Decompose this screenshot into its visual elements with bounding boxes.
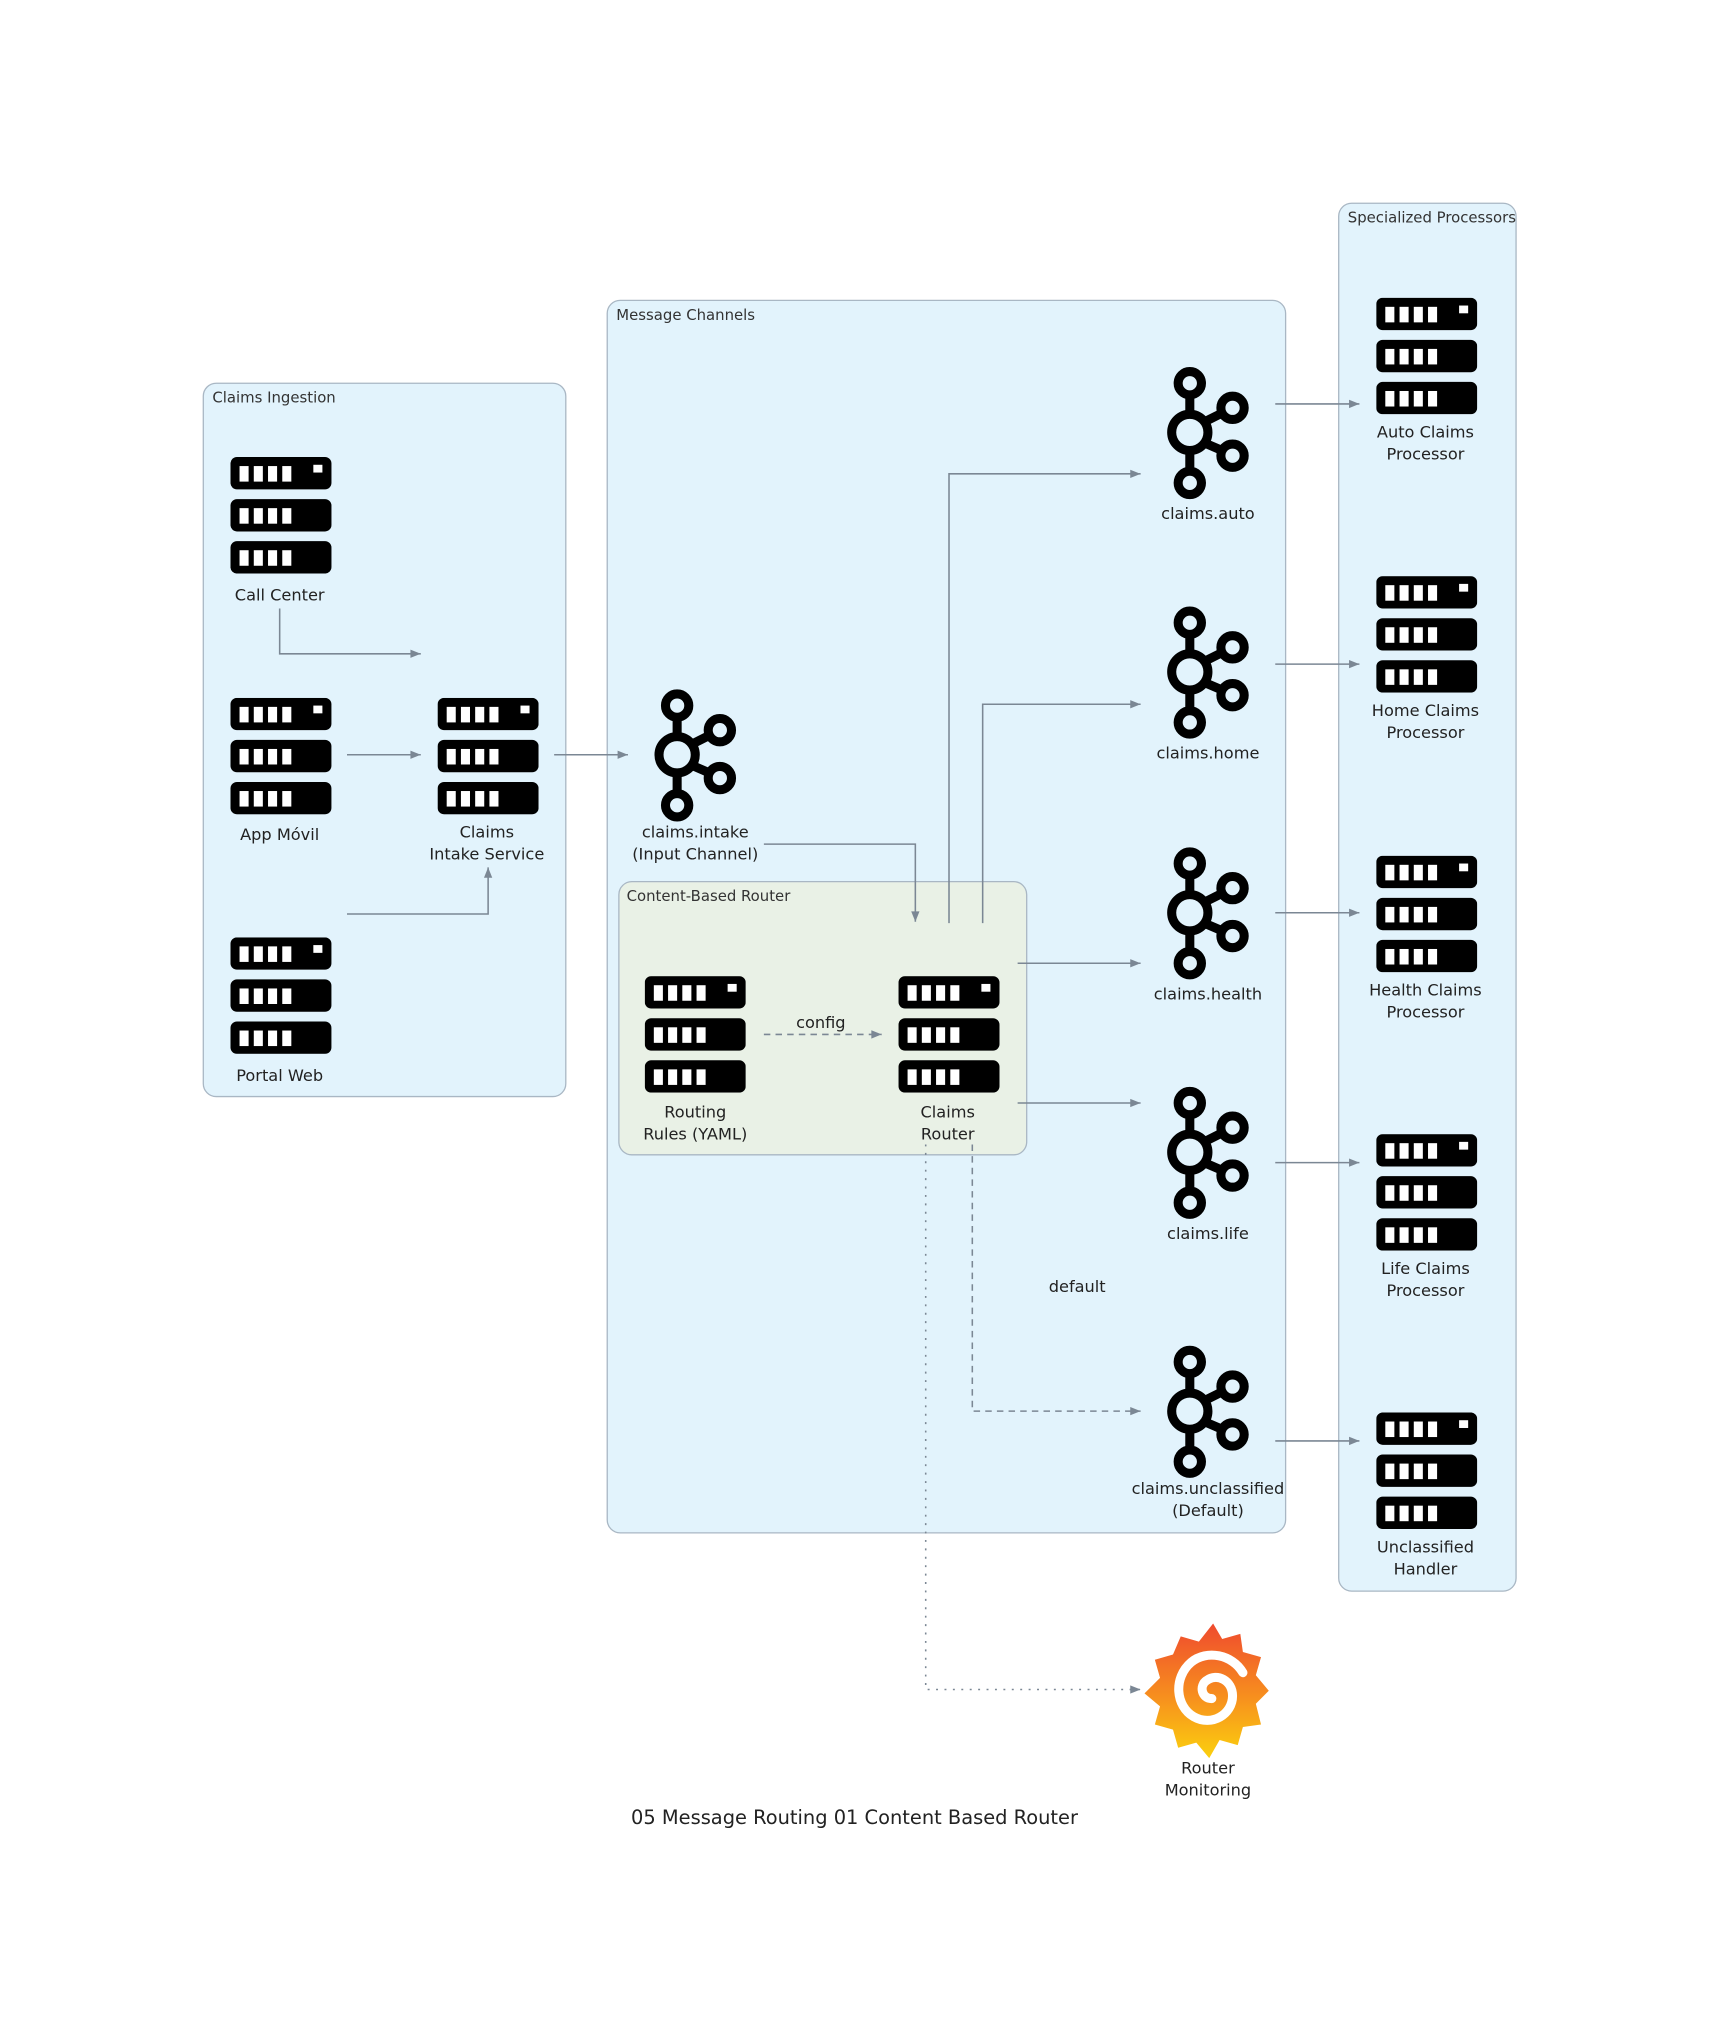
node-label: claims.intake <box>642 823 749 842</box>
node-label: claims.health <box>1154 984 1262 1003</box>
node-label: Rules (YAML) <box>643 1124 747 1143</box>
node-label: (Input Channel) <box>632 845 758 864</box>
node-label: App Móvil <box>240 825 319 844</box>
node-label: (Default) <box>1172 1501 1244 1520</box>
edges: default config <box>278 399 1360 1694</box>
edge-router-to-claims-home <box>981 700 1141 924</box>
server-icon <box>230 457 332 574</box>
node-label: Router <box>1181 1759 1235 1778</box>
node-label: Life Claims <box>1381 1259 1470 1278</box>
server-icon <box>1376 297 1478 415</box>
server-icon <box>230 697 332 815</box>
edge-portal-web-to-intake <box>347 867 493 915</box>
node-label: Unclassified <box>1377 1537 1474 1556</box>
node-claims-health[interactable]: claims.health <box>1154 852 1262 1004</box>
edge-rules-to-router: config <box>763 1013 882 1039</box>
node-label: Processor <box>1386 723 1464 742</box>
server-icon <box>230 937 332 1054</box>
node-portal-web[interactable]: Portal Web <box>230 937 332 1085</box>
node-label: claims.unclassified <box>1132 1479 1285 1498</box>
group-label: Content-Based Router <box>627 887 792 905</box>
node-label: Router <box>921 1124 975 1143</box>
node-label: Processor <box>1386 1281 1464 1300</box>
node-label: Processor <box>1386 1003 1464 1022</box>
group-label: Specialized Processors <box>1348 209 1517 227</box>
server-icon <box>1376 576 1478 693</box>
group-label: Message Channels <box>616 306 755 324</box>
edge-router-to-claims-auto <box>948 469 1141 924</box>
node-label: Monitoring <box>1165 1781 1251 1800</box>
node-label: Home Claims <box>1372 701 1479 720</box>
server-icon <box>437 697 539 815</box>
node-label: Processor <box>1386 445 1464 464</box>
node-label: Call Center <box>235 586 325 605</box>
edge-label: default <box>1049 1277 1106 1296</box>
server-icon <box>1376 1134 1478 1251</box>
server-icon <box>1376 1412 1478 1529</box>
node-app-movil[interactable]: App Móvil <box>230 697 332 844</box>
node-label: claims.life <box>1167 1224 1249 1243</box>
edge-label: config <box>796 1013 846 1032</box>
edge-router-to-claims-unclassified: default <box>971 1144 1141 1416</box>
node-claims-auto[interactable]: claims.auto <box>1161 372 1255 524</box>
node-label: Portal Web <box>236 1066 323 1085</box>
node-label: Intake Service <box>429 845 544 864</box>
node-label: Handler <box>1394 1559 1458 1578</box>
node-claims-home[interactable]: claims.home <box>1156 611 1259 763</box>
node-label: Claims <box>460 823 514 842</box>
edge-claims-intake-to-router <box>763 843 920 922</box>
server-icon <box>898 976 1000 1093</box>
server-icon <box>1376 855 1478 973</box>
server-icon <box>644 976 746 1093</box>
node-call-center[interactable]: Call Center <box>230 457 332 605</box>
edge-call-center-to-intake <box>278 608 421 658</box>
diagram-title: 05 Message Routing 01 Content Based Rout… <box>631 1806 1078 1829</box>
grafana-icon <box>1145 1623 1269 1758</box>
node-label: Health Claims <box>1369 981 1482 1000</box>
group-label: Claims Ingestion <box>212 389 335 407</box>
node-label: Auto Claims <box>1377 423 1474 442</box>
node-label: claims.home <box>1156 744 1259 763</box>
node-label: Claims <box>921 1102 975 1121</box>
node-label: claims.auto <box>1161 504 1255 523</box>
node-claims-unclassified[interactable]: claims.unclassified (Default) <box>1132 1350 1285 1520</box>
node-label: Routing <box>664 1102 726 1121</box>
node-claims-intake[interactable]: claims.intake (Input Channel) <box>632 694 758 864</box>
node-claims-life[interactable]: claims.life <box>1167 1091 1249 1243</box>
